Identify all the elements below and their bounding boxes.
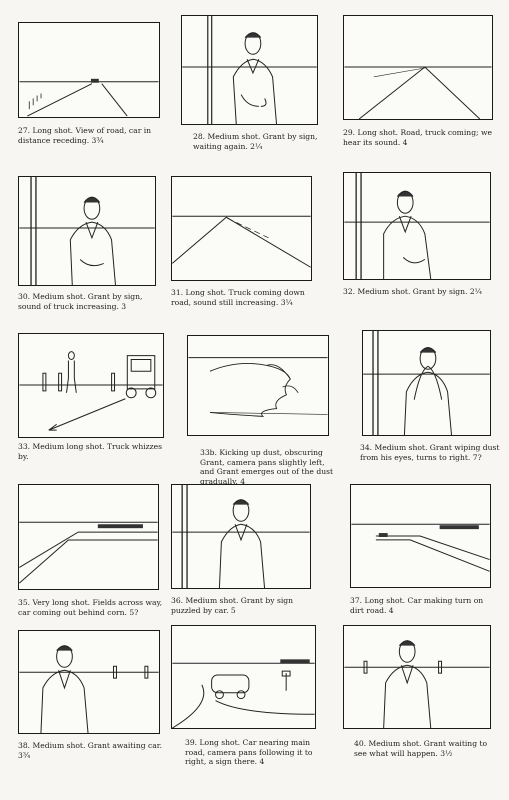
panel-39 [171, 625, 316, 729]
panel-33-drawing [19, 334, 163, 437]
caption-33: 33. Medium long shot. Truck whizzes by. [18, 442, 163, 461]
caption-31: 31. Long shot. Truck coming down road, s… [171, 288, 305, 307]
panel-28 [181, 15, 318, 125]
caption-29: 29. Long shot. Road, truck coming; we he… [343, 128, 493, 147]
panel-40-drawing [344, 626, 490, 728]
caption-33b: 33b. Kicking up dust, obscuring Grant, c… [200, 448, 334, 486]
panel-31 [171, 176, 312, 281]
panel-33b-drawing [188, 336, 328, 435]
panel-33b [187, 335, 329, 436]
panel-39-drawing [172, 659, 315, 728]
caption-28: 28. Medium shot. Grant by sign, waiting … [193, 132, 318, 151]
caption-38: 38. Medium shot. Grant awaiting car. 3¾ [18, 741, 162, 760]
caption-30: 30. Medium shot. Grant by sign, sound of… [18, 292, 143, 311]
panel-27 [18, 22, 160, 118]
panel-29-drawing [344, 16, 492, 119]
panel-34 [362, 330, 491, 436]
caption-35: 35. Very long shot. Fields across way, c… [18, 598, 163, 617]
panel-28-drawing [182, 16, 317, 124]
panel-33 [18, 333, 164, 438]
caption-36: 36. Medium shot. Grant by sign puzzled b… [171, 596, 294, 615]
panel-32-drawing [344, 173, 490, 279]
panel-35-drawing [19, 485, 158, 589]
caption-34: 34. Medium shot. Grant wiping dust from … [360, 443, 500, 462]
panel-40 [343, 625, 491, 729]
panel-29 [343, 15, 493, 120]
panel-36-drawing [172, 485, 310, 588]
panel-27-drawing [19, 78, 159, 117]
caption-40: 40. Medium shot. Grant waiting to see wh… [354, 739, 488, 758]
panel-37 [350, 484, 491, 588]
panel-36 [171, 484, 311, 589]
panel-37-drawing [351, 485, 490, 587]
caption-37: 37. Long shot. Car making turn on dirt r… [350, 596, 484, 615]
panel-38-drawing [19, 631, 159, 733]
caption-39: 39. Long shot. Car nearing main road, ca… [185, 738, 313, 767]
panel-32 [343, 172, 491, 280]
panel-31-drawing [172, 177, 311, 280]
panel-38 [18, 630, 160, 734]
panel-34-drawing [363, 331, 490, 435]
caption-27: 27. Long shot. View of road, car in dist… [18, 126, 152, 145]
panel-30-drawing [19, 177, 155, 285]
caption-32: 32. Medium shot. Grant by sign. 2¼ [343, 287, 483, 296]
panel-30 [18, 176, 156, 286]
panel-35 [18, 484, 159, 590]
